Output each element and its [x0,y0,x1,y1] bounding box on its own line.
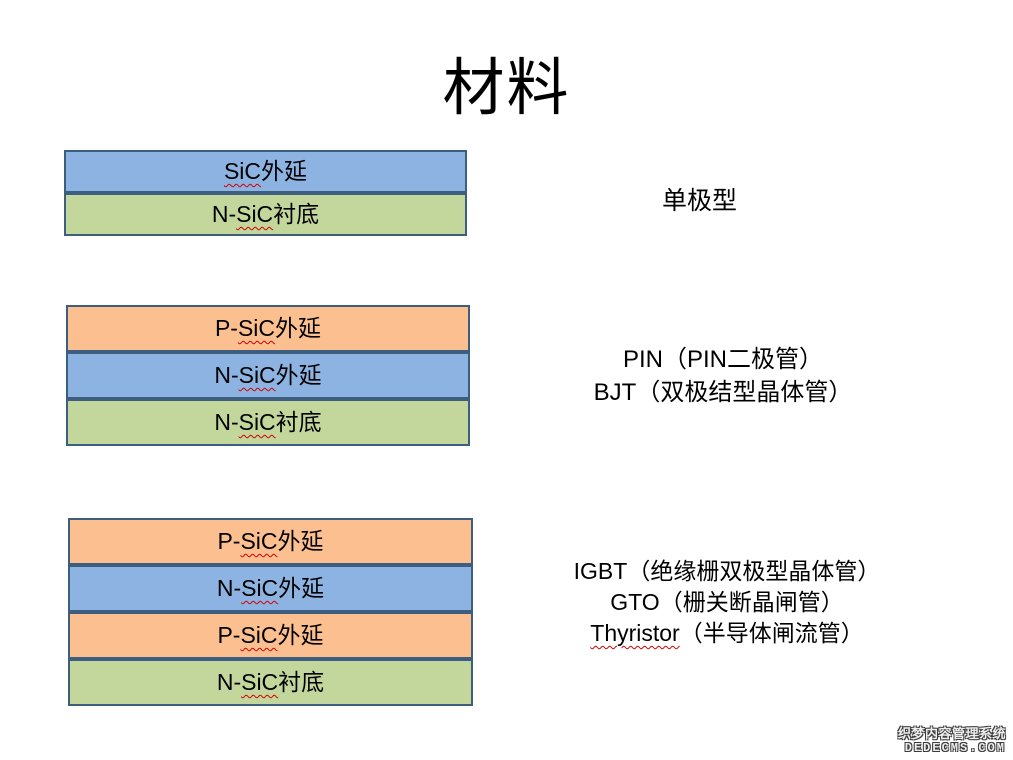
label-gto: GTO（栅关断晶闸管） [610,589,844,615]
label-thyristor: Thyristor（半导体闸流管） [590,620,864,646]
watermark-cn-text: 织梦内容管理系统 [897,726,1006,741]
layer-label: SiC外延 [223,158,308,184]
layer-label: N-SiC外延 [214,362,322,388]
label-igbt: IGBT（绝缘栅双极型晶体管） [573,558,881,584]
layer-label: N-SiC衬底 [214,409,322,435]
layer-p-sic-epitaxy-bottom: P-SiC外延 [68,612,473,659]
layer-label: P-SiC外延 [217,528,324,554]
label-pin-bjt: PIN（PIN二极管） BJT（双极结型晶体管） [533,343,913,409]
label-igbt-gto-thyristor: IGBT（绝缘栅双极型晶体管） GTO（栅关断晶闸管） Thyristor（半导… [527,556,927,649]
layer-p-sic-epitaxy: P-SiC外延 [66,305,470,352]
layer-p-sic-epitaxy-top: P-SiC外延 [68,518,473,565]
watermark: 织梦内容管理系统 DEDECMS.COM [897,726,1006,756]
watermark-domain-text: DEDECMS.COM [904,741,1006,755]
layer-n-sic-substrate: N-SiC衬底 [66,399,470,446]
label-bjt: BJT（双极结型晶体管） [593,379,853,406]
layer-sic-epitaxy: SiC外延 [64,150,467,193]
label-pin: PIN（PIN二极管） [622,346,823,373]
layer-label: N-SiC衬底 [211,201,320,227]
layer-n-sic-substrate: N-SiC衬底 [68,659,473,706]
layer-label: P-SiC外延 [217,622,324,648]
layer-n-sic-epitaxy: N-SiC外延 [66,352,470,399]
slide-title: 材料 [442,51,571,124]
layer-label: P-SiC外延 [214,315,322,341]
layer-n-sic-epitaxy: N-SiC外延 [68,565,473,612]
layer-n-sic-substrate: N-SiC衬底 [64,193,467,236]
layer-label: N-SiC衬底 [216,669,325,695]
stack-unipolar: SiC外延 N-SiC衬底 [64,150,467,236]
label-unipolar: 单极型 [662,187,738,215]
stack-igbt-gto-thyristor: P-SiC外延 N-SiC外延 P-SiC外延 N-SiC衬底 [68,518,473,706]
layer-label: N-SiC外延 [216,575,325,601]
stack-pin-bjt: P-SiC外延 N-SiC外延 N-SiC衬底 [66,305,470,446]
